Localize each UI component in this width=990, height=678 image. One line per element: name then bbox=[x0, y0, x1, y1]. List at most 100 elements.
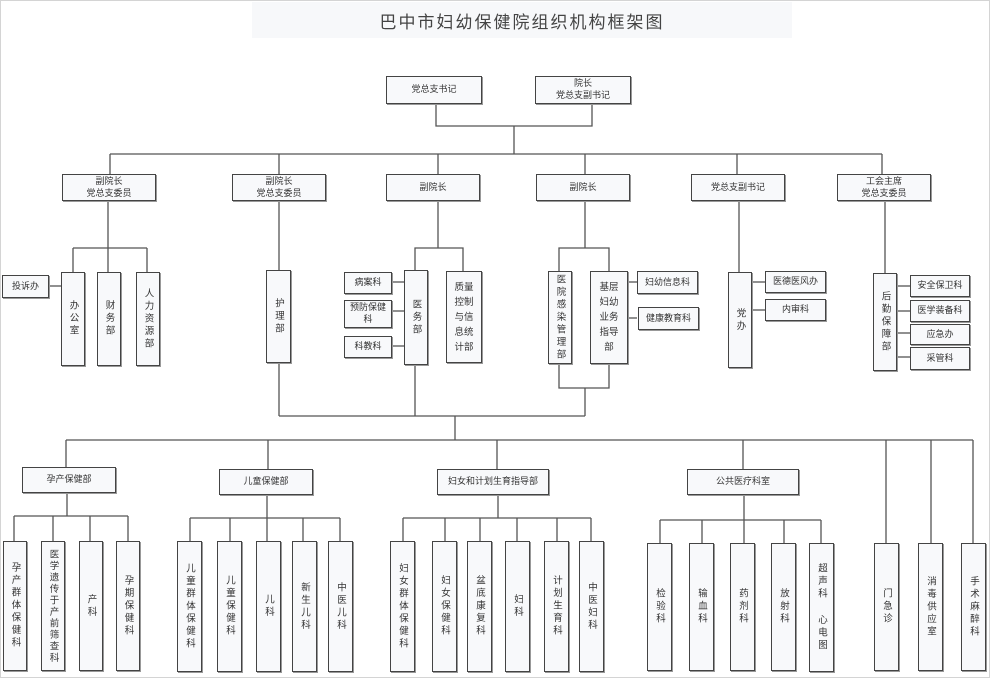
box-label: 健康教育科 bbox=[645, 313, 691, 324]
box-infection-control[interactable]: 医院感染管理部 bbox=[548, 271, 572, 364]
box-label: 党办 bbox=[734, 307, 746, 333]
box-label: 输血科 bbox=[696, 588, 707, 626]
box-obstetrics[interactable]: 产科 bbox=[79, 541, 103, 671]
box-science-education[interactable]: 科教科 bbox=[344, 336, 392, 358]
box-child-group-care[interactable]: 儿童群体保健科 bbox=[177, 541, 202, 672]
box-label: 放射科 bbox=[778, 588, 789, 626]
box-internal-audit[interactable]: 内审科 bbox=[765, 299, 826, 321]
box-label: 儿童保健部 bbox=[243, 477, 289, 487]
box-logistics-dept[interactable]: 后勤保障部 bbox=[873, 273, 897, 371]
box-label: 医学装备科 bbox=[917, 306, 963, 316]
box-party-secretary[interactable]: 党总支书记 bbox=[386, 76, 482, 104]
box-health-education[interactable]: 健康教育科 bbox=[638, 307, 699, 330]
box-label: 孕期保健科 bbox=[122, 574, 134, 638]
box-women-health[interactable]: 妇女保健科 bbox=[432, 541, 457, 672]
box-label: 儿童群体保健科 bbox=[184, 562, 195, 651]
box-emergency-office[interactable]: 应急办 bbox=[910, 324, 970, 345]
box-vice-president-1[interactable]: 副院长 党总支委员 bbox=[62, 174, 156, 201]
box-president[interactable]: 院长 党总支副书记 bbox=[535, 76, 631, 104]
box-nursing-dept[interactable]: 护理部 bbox=[266, 270, 291, 363]
box-label: 妇幼信息科 bbox=[644, 277, 690, 288]
box-label: 后勤保障部 bbox=[879, 290, 891, 354]
box-medical-records[interactable]: 病案科 bbox=[344, 272, 392, 294]
box-women-family-planning-dept[interactable]: 妇女和计划生育指导部 bbox=[437, 469, 549, 495]
box-complaints-office[interactable]: 投诉办 bbox=[2, 275, 49, 298]
box-label: 党总支副书记 bbox=[710, 182, 765, 193]
box-maternal-care-dept[interactable]: 孕产保健部 bbox=[22, 467, 116, 493]
box-finance-dept[interactable]: 财务部 bbox=[97, 272, 121, 366]
box-tcm-pediatrics[interactable]: 中医儿科 bbox=[328, 541, 353, 672]
box-outpatient-emergency[interactable]: 门急诊 bbox=[874, 543, 899, 671]
box-label: 基层妇幼业务指导部 bbox=[599, 282, 619, 353]
box-preventive-care[interactable]: 预防保健科 bbox=[344, 300, 392, 328]
box-deputy-party-secretary[interactable]: 党总支副书记 bbox=[691, 174, 785, 201]
box-label: 妇女保健科 bbox=[439, 575, 450, 638]
box-medical-equipment[interactable]: 医学装备科 bbox=[910, 300, 970, 322]
chart-title: 巴中市妇幼保健院组织机构框架图 bbox=[379, 12, 665, 33]
box-ethics-office[interactable]: 医德医风办 bbox=[765, 271, 826, 293]
box-label: 病案科 bbox=[354, 278, 382, 288]
box-label: 儿科 bbox=[263, 594, 274, 619]
box-label: 护理部 bbox=[273, 297, 284, 336]
box-vice-president-3[interactable]: 副院长 bbox=[386, 174, 480, 201]
box-surgery-anesthesia[interactable]: 手术麻醉科 bbox=[961, 543, 986, 671]
box-label: 妇女群体保健科 bbox=[397, 562, 408, 651]
box-child-health[interactable]: 儿童保健科 bbox=[217, 541, 242, 672]
box-label: 质量控制与信息统计部 bbox=[454, 281, 474, 353]
box-medical-affairs[interactable]: 医务部 bbox=[404, 270, 428, 365]
box-laboratory[interactable]: 检验科 bbox=[647, 543, 672, 671]
box-label: 孕产群体保健科 bbox=[9, 562, 21, 650]
box-label: 检验科 bbox=[654, 588, 665, 626]
box-label: 妇女和计划生育指导部 bbox=[447, 477, 538, 487]
box-label: 人力资源部 bbox=[142, 287, 154, 351]
box-pediatrics[interactable]: 儿科 bbox=[256, 541, 281, 672]
box-label: 投诉办 bbox=[11, 281, 39, 292]
box-mch-information[interactable]: 妇幼信息科 bbox=[637, 271, 698, 294]
box-vice-president-4[interactable]: 副院长 bbox=[536, 174, 630, 201]
box-union-chair[interactable]: 工会主席 党总支委员 bbox=[837, 174, 931, 201]
box-party-office[interactable]: 党办 bbox=[728, 272, 752, 368]
box-radiology[interactable]: 放射科 bbox=[771, 543, 796, 671]
box-genetics-prenatal[interactable]: 医学遗传于产前筛查科 bbox=[41, 541, 65, 671]
box-sterilization-supply[interactable]: 消毒供应室 bbox=[918, 543, 943, 671]
box-label: 内审科 bbox=[781, 305, 809, 315]
box-family-planning[interactable]: 计划生育科 bbox=[544, 541, 569, 672]
box-label: 工会主席 bbox=[865, 176, 902, 187]
box-women-group-care[interactable]: 妇女群体保健科 bbox=[390, 541, 415, 672]
box-neonatology[interactable]: 新生儿科 bbox=[292, 541, 317, 672]
box-label: 药剂科 bbox=[737, 588, 748, 626]
box-label: 中医儿科 bbox=[335, 581, 346, 632]
box-pregnancy-care[interactable]: 孕期保健科 bbox=[116, 541, 140, 671]
box-general-office[interactable]: 办公室 bbox=[61, 272, 85, 366]
box-label: 妇科 bbox=[512, 594, 523, 619]
box-security[interactable]: 安全保卫科 bbox=[910, 275, 970, 297]
box-public-medical-dept[interactable]: 公共医疗科室 bbox=[687, 469, 799, 495]
box-label: 孕产保健部 bbox=[46, 475, 92, 485]
box-label: 医务部 bbox=[410, 298, 422, 337]
box-label: 医学遗传于产前筛查科 bbox=[47, 548, 59, 664]
box-tcm-gynecology[interactable]: 中医妇科 bbox=[579, 541, 604, 672]
box-label: 医院感染管理部 bbox=[554, 273, 566, 362]
box-quality-statistics[interactable]: 质量控制与信息统计部 bbox=[446, 271, 482, 363]
box-pelvic-rehab[interactable]: 盆底康复科 bbox=[467, 541, 492, 672]
box-child-care-dept[interactable]: 儿童保健部 bbox=[219, 469, 313, 495]
box-label: 盆底康复科 bbox=[474, 575, 485, 638]
box-label: 副院长 bbox=[569, 182, 597, 193]
box-ultrasound-ecg[interactable]: 超声科 心电图 bbox=[809, 543, 834, 672]
box-label: 采管科 bbox=[926, 353, 954, 364]
box-transfusion[interactable]: 输血科 bbox=[689, 543, 714, 671]
box-pharmacy[interactable]: 药剂科 bbox=[730, 543, 755, 671]
box-label: 党总支委员 bbox=[86, 188, 132, 199]
box-maternal-group-care[interactable]: 孕产群体保健科 bbox=[3, 541, 27, 671]
box-label: 办公室 bbox=[67, 300, 79, 338]
title-bar: 巴中市妇幼保健院组织机构框架图 bbox=[252, 2, 792, 38]
box-grassroots-guidance[interactable]: 基层妇幼业务指导部 bbox=[590, 271, 628, 364]
box-label: 副院长 bbox=[419, 182, 447, 193]
box-label: 应急办 bbox=[926, 329, 954, 340]
box-label: 科教科 bbox=[354, 342, 382, 352]
box-vice-president-2[interactable]: 副院长 党总支委员 bbox=[232, 174, 326, 201]
box-procurement[interactable]: 采管科 bbox=[910, 347, 970, 370]
box-gynecology[interactable]: 妇科 bbox=[505, 541, 530, 672]
box-hr-dept[interactable]: 人力资源部 bbox=[136, 272, 160, 366]
box-label: 副院长 bbox=[265, 176, 293, 187]
